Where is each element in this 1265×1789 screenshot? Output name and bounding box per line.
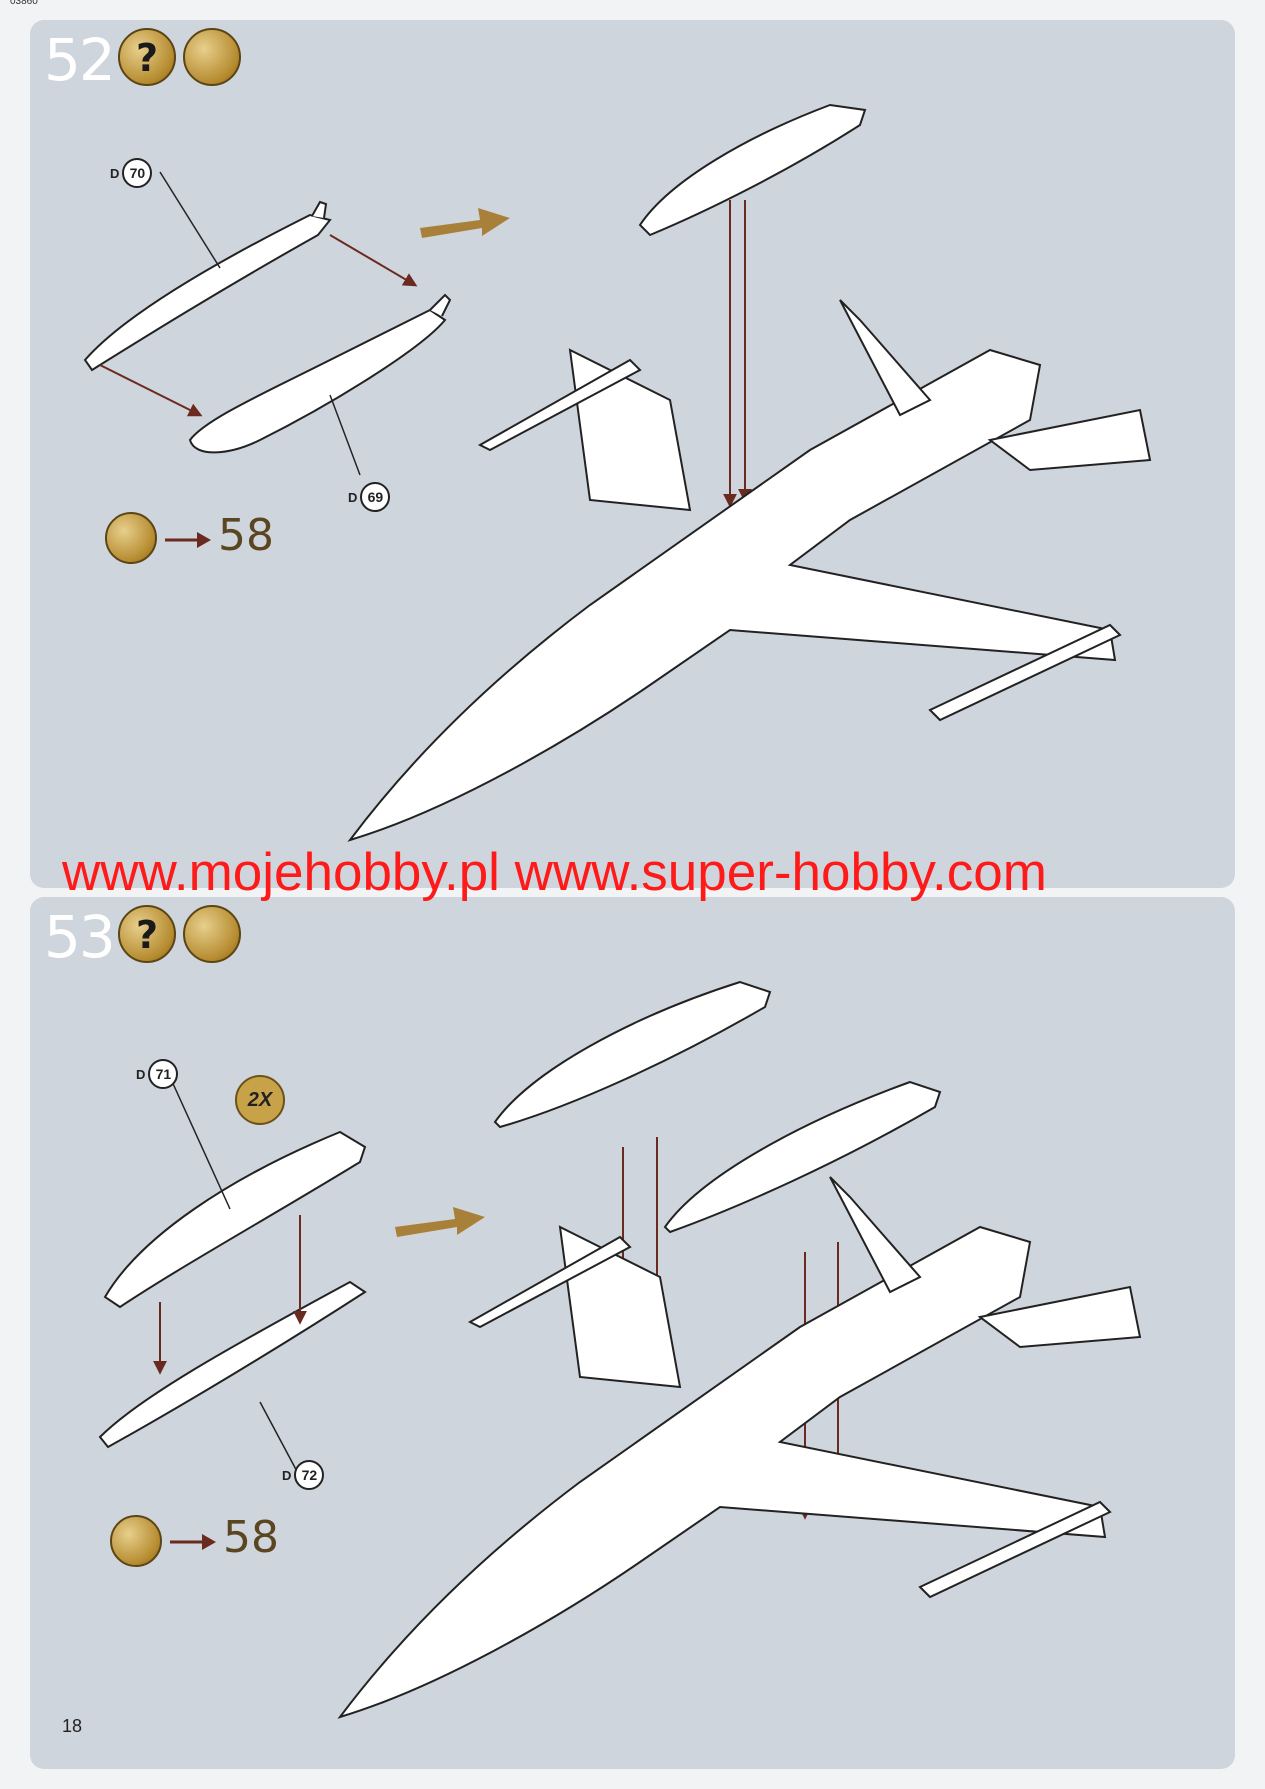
step-number: 53 — [44, 903, 116, 971]
pylon-part-d70 — [83, 213, 332, 372]
reference-step: 58 — [218, 510, 274, 561]
question-icon: ? — [118, 28, 176, 86]
reference-arrow — [165, 532, 211, 548]
step-53-illustration — [98, 980, 1142, 1719]
aircraft-f16 — [347, 299, 1152, 842]
page-number: 18 — [62, 1716, 83, 1736]
document-code: 03860 — [10, 0, 38, 7]
glue-icon — [183, 28, 241, 86]
reference-step: 58 — [223, 1512, 279, 1563]
tank-part-d69 — [188, 308, 447, 454]
question-icon: ? — [118, 905, 176, 963]
glue-icon — [183, 905, 241, 963]
direction-arrow — [420, 208, 510, 238]
reference-arrow — [170, 1534, 216, 1550]
pylon-part-d72 — [98, 1280, 367, 1449]
tank-part-d71 — [103, 1130, 367, 1309]
paint-icon — [110, 1515, 162, 1567]
aircraft-f16 — [337, 1176, 1142, 1719]
multiplier-badge: 2X — [235, 1075, 285, 1125]
direction-arrow — [395, 1207, 485, 1237]
step-52-illustration — [83, 103, 1152, 842]
paint-icon — [105, 512, 157, 564]
watermark: www.mojehobby.pl www.super-hobby.com — [62, 843, 1047, 902]
step-number: 52 — [44, 26, 116, 94]
